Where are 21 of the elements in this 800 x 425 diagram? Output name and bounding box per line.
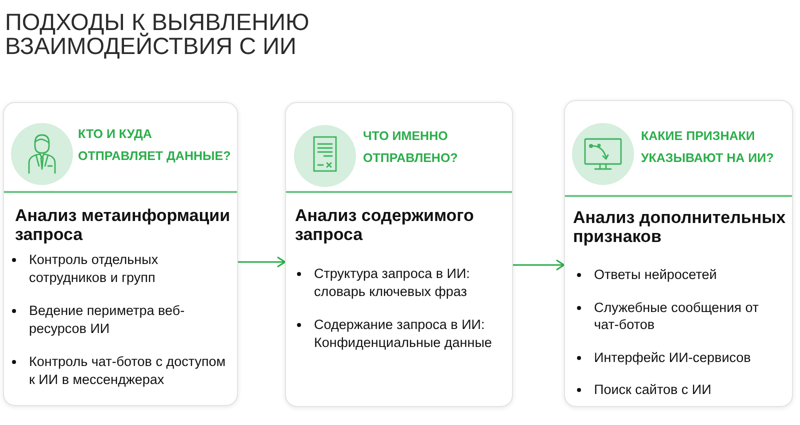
list-item: Структура запроса в ИИ: словарь ключевых фраз: [295, 265, 509, 300]
section-heading: Анализ метаинформации запроса: [15, 206, 232, 244]
question-heading: КТО И КУДА ОТПРАВЛЯЕТ ДАННЫЕ?: [78, 126, 232, 165]
card: [564, 100, 793, 407]
section-heading: Анализ содержимого запроса: [295, 206, 475, 244]
list-item: Служебные сообщения от чат-ботов: [575, 298, 775, 334]
list-item: Поиск сайтов с ИИ: [575, 381, 775, 398]
list-item: Содержание запроса в ИИ: Конфиденциальные данные: [295, 316, 509, 351]
list-item: Ведение периметра веб-ресурсов ИИ: [10, 302, 233, 337]
list-item: Ответы нейросетей: [575, 266, 775, 284]
question-heading: КАКИЕ ПРИЗНАКИ УКАЗЫВАЮТ НА ИИ?: [641, 128, 775, 167]
list-item: Контроль отдельных сотрудников и групп: [10, 251, 233, 286]
question-heading: ЧТО ИМЕННО ОТПРАВЛЕНО?: [363, 128, 459, 167]
list-item: Интерфейс ИИ-сервисов: [575, 348, 775, 366]
card: [285, 102, 513, 407]
arrow: [513, 260, 565, 270]
list-item: Контроль чат-ботов с доступом к ИИ в мессенджерах: [10, 353, 233, 388]
card: [3, 102, 238, 406]
section-heading: Анализ дополнительных признаков: [573, 208, 787, 246]
title: ПОДХОДЫ К ВЫЯВЛЕНИЮ ВЗАИМОДЕЙСТВИЯ С ИИ: [5, 10, 310, 58]
arrow: [238, 256, 286, 268]
